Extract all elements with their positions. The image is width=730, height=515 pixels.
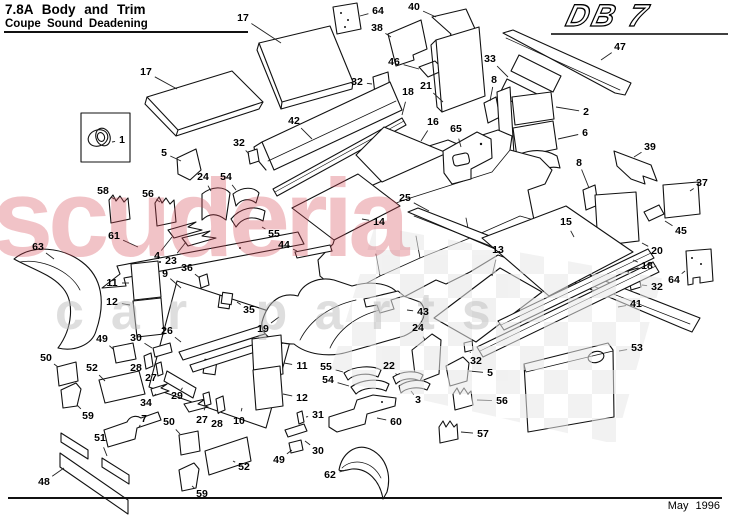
part-outlines (13, 2, 714, 515)
footer-rule (8, 497, 722, 499)
grommet (95, 127, 111, 147)
footer-date: May 1996 (667, 500, 720, 512)
page-subtitle: Coupe Sound Deadening (5, 18, 148, 30)
db7-logo: DB 7 (551, 0, 728, 35)
header-rule (4, 31, 248, 33)
db7-logo-text: DB 7 (563, 0, 654, 33)
page-title: 7.8A Body and Trim (5, 2, 146, 17)
grommet-inset-box (80, 112, 131, 163)
